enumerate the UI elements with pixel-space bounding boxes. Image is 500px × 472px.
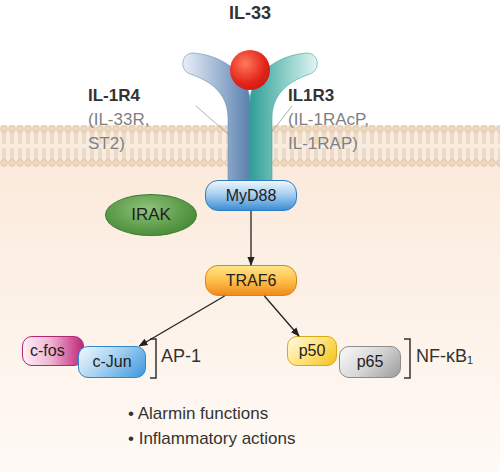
cytoplasm bbox=[0, 160, 500, 472]
node-text: IL-1R4 bbox=[88, 84, 178, 108]
transcription-factor-box: p65 bbox=[339, 346, 401, 378]
node-text: c-fos bbox=[30, 342, 65, 360]
adaptor-box: MyD88 bbox=[205, 180, 297, 211]
node-text: c-Jun bbox=[92, 353, 131, 371]
node-text: p65 bbox=[357, 353, 384, 371]
node-text: IL1R3 bbox=[288, 84, 398, 108]
bracket bbox=[404, 339, 410, 378]
node-text: IRAK bbox=[131, 205, 171, 225]
annotation-label: NF-κB₁ bbox=[416, 346, 473, 367]
annotation-label: AP-1 bbox=[161, 346, 201, 367]
signal-arrow bbox=[264, 296, 299, 336]
annotation-label: • Inflammatory actions bbox=[128, 429, 296, 449]
adaptor-box: TRAF6 bbox=[205, 265, 297, 296]
node-text: (IL-33R, ST2) bbox=[88, 108, 173, 156]
bracket bbox=[150, 339, 156, 378]
transcription-factor-box: c-fos bbox=[22, 336, 84, 366]
annotation-label: • Alarmin functions bbox=[128, 404, 268, 424]
leader-line bbox=[196, 106, 228, 134]
kinase-ellipse: IRAK bbox=[105, 194, 197, 236]
node-text: TRAF6 bbox=[226, 272, 277, 290]
signal-arrow bbox=[250, 211, 251, 265]
node-text: MyD88 bbox=[226, 187, 277, 205]
node-text: IL-33 bbox=[190, 1, 310, 25]
ligand-circle: IL-33 bbox=[230, 50, 270, 90]
transcription-factor-box: c-Jun bbox=[78, 346, 146, 378]
node-text: p50 bbox=[299, 342, 326, 360]
node-text: (IL-1RAcP, IL-1RAP) bbox=[288, 108, 388, 156]
signal-arrow bbox=[139, 296, 224, 346]
transcription-factor-box: p50 bbox=[287, 336, 337, 366]
